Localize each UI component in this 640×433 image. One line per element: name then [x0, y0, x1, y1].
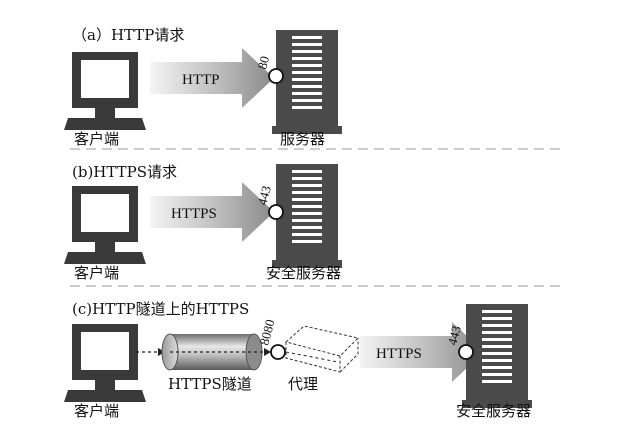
- server-label: 服务器: [280, 130, 325, 148]
- server-tower-icon: [272, 30, 342, 134]
- tunnel-arrowhead-icon: [264, 348, 271, 356]
- https-arrow-label: HTTPS: [376, 346, 422, 362]
- panel-c: (c)HTTP隧道上的HTTPS 客户端 HTTPS隧道 8080 代理 HTT…: [64, 300, 532, 420]
- proxy-box-icon: [284, 325, 359, 373]
- secure-server-label: 安全服务器: [266, 264, 341, 282]
- secure-server-label: 安全服务器: [456, 402, 531, 420]
- panel-b: (b)HTTPS请求 客户端 HTTPS 443 安全服务器: [64, 163, 342, 282]
- port-80-circle-icon: [268, 68, 284, 84]
- https-arrow-label: HTTPS: [171, 206, 217, 222]
- port-443-circle-icon: [458, 344, 474, 360]
- client-monitor-icon: [64, 324, 146, 402]
- port-8080-label: 8080: [256, 318, 277, 347]
- port-443-circle-icon: [268, 204, 284, 220]
- port-443-label: 443: [254, 184, 274, 207]
- client-monitor-icon: [64, 52, 146, 130]
- port-80-label: 80: [254, 54, 272, 70]
- port-8080-circle-icon: [270, 344, 286, 360]
- client-label: 客户端: [74, 402, 119, 420]
- proxy-label: 代理: [288, 375, 318, 393]
- proxy-dashed-line: [285, 351, 339, 363]
- client-label: 客户端: [74, 264, 119, 282]
- panel-a: （a）HTTP请求 客户端 HTTP 80 服务器: [64, 26, 342, 148]
- tunnel-label: HTTPS隧道: [168, 375, 252, 393]
- panel-b-title: (b)HTTPS请求: [72, 163, 177, 181]
- panel-c-title: (c)HTTP隧道上的HTTPS: [72, 300, 249, 318]
- port-443-label: 443: [444, 324, 464, 347]
- client-monitor-icon: [64, 186, 146, 264]
- panel-a-title: （a）HTTP请求: [72, 26, 184, 44]
- http-arrow-label: HTTP: [182, 72, 220, 88]
- client-label: 客户端: [74, 130, 119, 148]
